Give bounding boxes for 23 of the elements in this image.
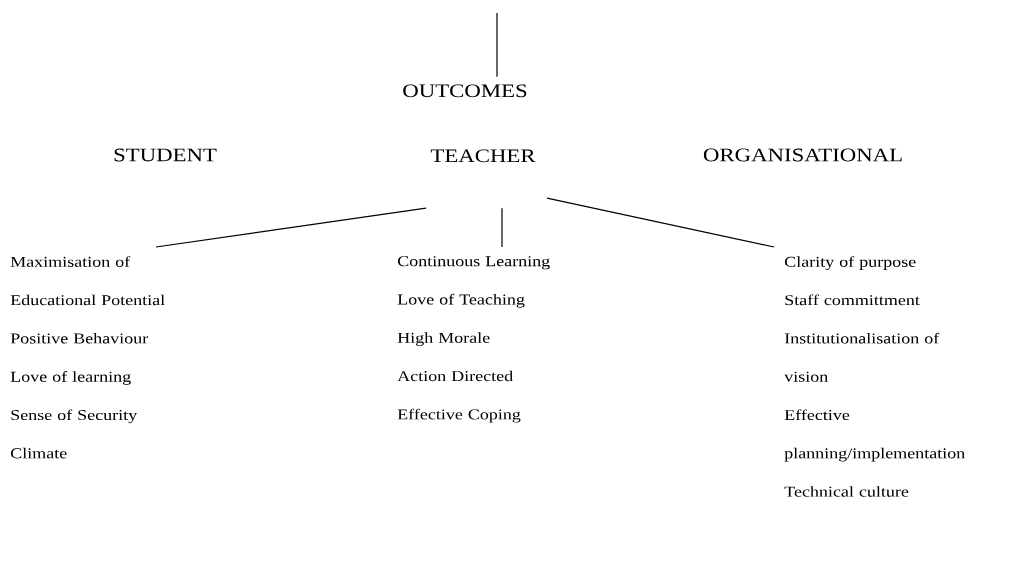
list-item: Institutionalisation of vision <box>784 332 940 382</box>
list-item: Love of Teaching <box>397 293 525 308</box>
connector-line <box>155 207 427 248</box>
list-item: Sense of Security <box>11 409 138 424</box>
list-item: High Morale <box>397 332 490 346</box>
list-item: Continuous Learning <box>397 256 550 270</box>
heading-text: OUTCOMES <box>403 84 527 98</box>
list-item: Staff committment <box>785 294 920 306</box>
list-item: Effective planning/implementation <box>784 409 965 462</box>
list-item: Positive Behaviour <box>10 332 149 344</box>
list-item: Technical culture <box>784 486 909 497</box>
list-item: Effective Coping <box>397 408 521 423</box>
list-item: Climate <box>10 447 67 459</box>
list-item: Action Directed <box>397 370 513 382</box>
connector-line <box>501 207 503 248</box>
heading-text: TEACHER <box>430 149 536 163</box>
heading-text: ORGANISATIONAL <box>703 148 902 162</box>
list-item: Clarity of purpose <box>784 256 916 270</box>
list-item: Love of learning <box>10 371 131 385</box>
connector-line <box>496 12 498 78</box>
heading-text: STUDENT <box>114 148 217 162</box>
list-item: Maximisation of Educational Potential <box>10 256 165 306</box>
connector-line <box>546 197 775 248</box>
